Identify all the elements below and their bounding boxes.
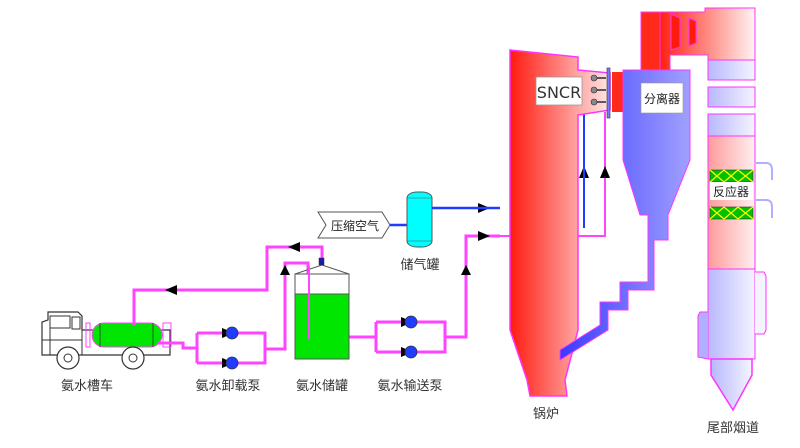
- pump-icon: [225, 326, 239, 340]
- unload-pumps: [225, 326, 239, 370]
- reactor-label: 反应器: [713, 184, 749, 199]
- boiler: [509, 49, 611, 397]
- truck-wheel-rear: [121, 346, 145, 370]
- arrow-icon: [280, 265, 290, 275]
- storage-tank-label: 氨水储罐: [296, 379, 348, 394]
- arrow-icon: [461, 265, 471, 275]
- cyclone-separator: 分离器: [559, 11, 691, 361]
- arrow-icon: [600, 166, 610, 178]
- pump-icon: [225, 356, 239, 370]
- damper-icon: [670, 13, 681, 51]
- sncr-nozzles: [590, 67, 611, 119]
- ammonia-truck: [41, 311, 172, 370]
- catalyst-layer-2: [709, 206, 754, 220]
- arrow-icon: [478, 231, 490, 241]
- arrow-icon: [288, 242, 300, 252]
- pump-icon: [404, 345, 418, 359]
- compressed-air-source: 压缩空气: [317, 211, 391, 239]
- sncr-box: SNCR: [535, 76, 583, 106]
- unload-pump-label: 氨水卸载泵: [195, 378, 260, 394]
- tail-flue-label: 尾部烟道: [707, 421, 759, 436]
- separator-label: 分离器: [644, 91, 680, 106]
- tail-flue: 反应器: [659, 7, 773, 412]
- delivery-pump-label: 氨水输送泵: [377, 378, 442, 394]
- air-tank-label: 储气罐: [400, 257, 439, 273]
- ammonia-pipes: [132, 112, 606, 365]
- sncr-label: SNCR: [537, 83, 581, 102]
- delivery-pumps: [404, 315, 418, 359]
- truck-wheel-front: [56, 346, 80, 370]
- ammonia-storage-tank: [294, 257, 350, 360]
- catalyst-layer-1: [709, 169, 754, 183]
- truck-tank: [91, 322, 163, 348]
- truck-label: 氨水槽车: [61, 378, 113, 394]
- arrow-icon: [165, 285, 177, 295]
- damper-icon: [688, 17, 697, 47]
- boiler-label: 锅炉: [533, 406, 559, 422]
- air-tank: [406, 191, 433, 248]
- compressed-air-label: 压缩空气: [331, 218, 379, 233]
- pump-icon: [404, 315, 418, 329]
- boiler-outlet-duct: [612, 72, 624, 112]
